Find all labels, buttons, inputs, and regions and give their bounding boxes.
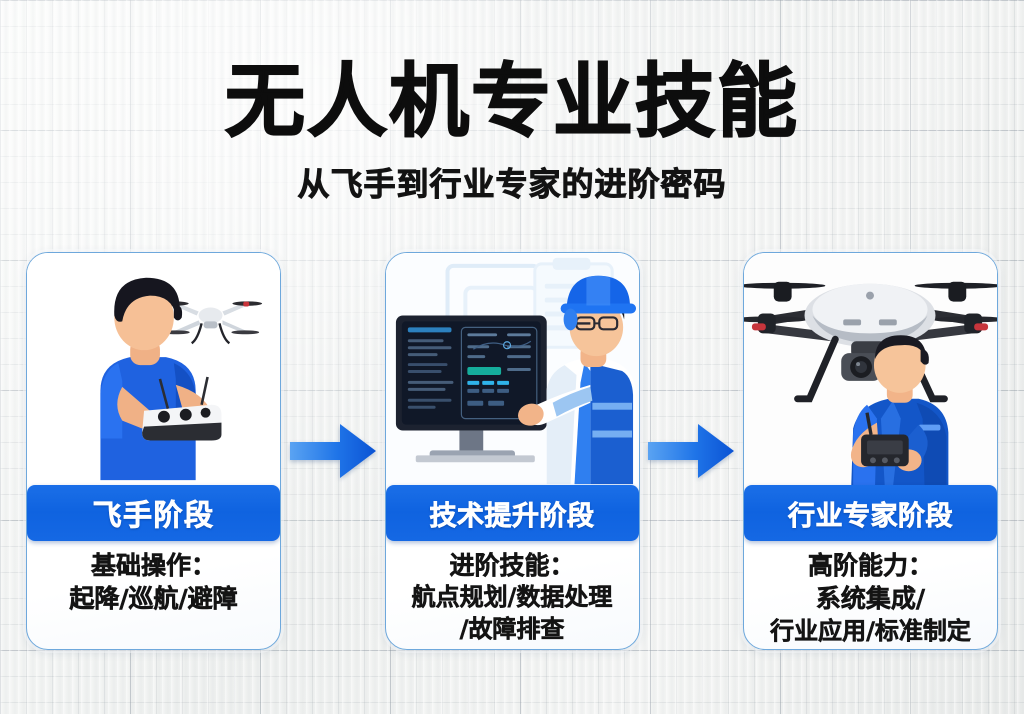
desc-line: 系统集成/: [815, 584, 926, 614]
stage-card-pilot[interactable]: 飞手阶段 基础操作： 起降/巡航/避障: [26, 252, 281, 650]
operator-figure-glyph: [850, 335, 949, 489]
industrial-drone-glyph: [744, 281, 997, 403]
stage-banner-label: 飞手阶段: [92, 498, 215, 533]
arrow-slot: [640, 252, 744, 650]
page-subtitle: 从飞手到行业专家的进阶密码: [297, 165, 727, 204]
stage-banner-technical: 技术提升阶段: [385, 485, 639, 541]
stage-card-technical[interactable]: 技术提升阶段 进阶技能： 航点规划/数据处理 /故障排查: [384, 252, 640, 650]
stage-banner-pilot: 飞手阶段: [27, 485, 280, 541]
desc-line: 基础操作：: [90, 551, 217, 581]
stage-banner-label: 技术提升阶段: [429, 500, 595, 532]
stage-description-pilot: 基础操作： 起降/巡航/避障: [35, 549, 272, 616]
stage-description-expert: 高阶能力： 系统集成/ 行业应用/标准制定: [752, 549, 989, 647]
page-title: 无人机专业技能: [224, 55, 799, 148]
stage-card-expert[interactable]: 行业专家阶段 高阶能力： 系统集成/ 行业应用/标准制定: [743, 252, 998, 650]
monitor-glyph: [395, 315, 547, 463]
desc-line: /故障排查: [459, 615, 565, 644]
right-arrow-icon: [289, 424, 376, 478]
stage-banner-label: 行业专家阶段: [788, 500, 953, 532]
stage-banner-expert: 行业专家阶段: [744, 485, 997, 541]
engineer-figure-glyph: [517, 275, 636, 485]
illustration-industrial-drone-with-operator: [744, 253, 997, 493]
illustration-engineer-at-data-monitor: [385, 253, 639, 493]
stage-card-row: 飞手阶段 基础操作： 起降/巡航/避障: [26, 252, 998, 652]
desc-line: 高阶能力：: [807, 551, 934, 581]
remote-controller-glyph: [142, 376, 222, 441]
desc-line: 行业应用/标准制定: [770, 616, 971, 645]
desc-line: 进阶技能：: [449, 551, 575, 581]
quadcopter-drone-glyph: [158, 301, 263, 345]
stage-description-technical: 进阶技能： 航点规划/数据处理 /故障排查: [394, 549, 631, 646]
desc-line: 航点规划/数据处理: [411, 583, 613, 612]
arrow-slot: [281, 252, 385, 650]
right-arrow-icon: [648, 424, 735, 478]
header: 无人机专业技能 从飞手到行业专家的进阶密码: [0, 55, 1024, 205]
desc-line: 起降/巡航/避障: [69, 584, 238, 614]
illustration-pilot-with-remote-and-drone: [27, 253, 280, 493]
